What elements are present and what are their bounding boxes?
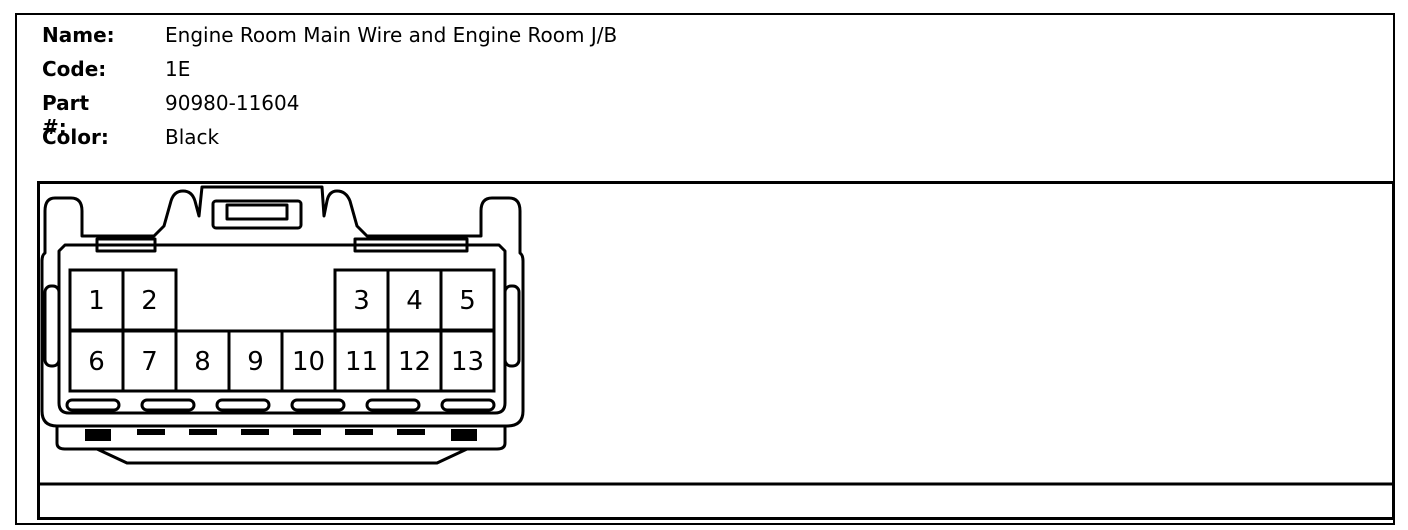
- ridge-right: [353, 237, 469, 253]
- name-value: Engine Room Main Wire and Engine Room J/…: [165, 23, 618, 47]
- bottom-lip: [96, 447, 468, 465]
- top-lock: [211, 199, 303, 230]
- pin-4-label: 4: [406, 286, 423, 316]
- pin-9-cell: [227, 329, 284, 393]
- pin-6-cell: [68, 329, 125, 393]
- pin-7-label: 7: [141, 347, 158, 377]
- pin-10-label: 10: [292, 347, 325, 377]
- pin-2-label: 2: [141, 286, 158, 316]
- pin-11-cell: [333, 329, 390, 393]
- diagram-border: [37, 181, 1395, 520]
- pin-6-label: 6: [88, 347, 105, 377]
- bottom-slots: [65, 398, 496, 412]
- left-latch: [43, 284, 61, 368]
- pin-12-label: 12: [398, 347, 431, 377]
- code-label: Code:: [42, 57, 107, 81]
- pin-12-cell: [386, 329, 443, 393]
- pin-2-cell: [121, 268, 178, 332]
- pin-10-cell: [280, 329, 337, 393]
- bottom-teeth: [85, 429, 477, 441]
- pin-8-label: 8: [194, 347, 211, 377]
- name-label: Name:: [42, 23, 115, 47]
- color-value: Black: [165, 125, 220, 149]
- top-lock-inner: [225, 203, 289, 221]
- ridge-left: [95, 237, 157, 253]
- right-latch: [503, 284, 521, 368]
- pin-8-cell: [174, 329, 231, 393]
- bottom-skirt: [55, 426, 507, 451]
- pin-11-label: 11: [345, 347, 378, 377]
- pin-13-label: 13: [451, 347, 484, 377]
- pin-13-cell: [439, 329, 496, 393]
- pin-3-label: 3: [353, 286, 370, 316]
- code-value: 1E: [165, 57, 191, 81]
- housing-outline: [40, 185, 525, 428]
- color-label: Color:: [42, 125, 109, 149]
- part-value: 90980-11604: [165, 91, 300, 115]
- part-label: Part #:: [42, 91, 90, 139]
- pin-1-label: 1: [88, 286, 105, 316]
- housing-inner: [57, 243, 507, 415]
- pin-5-label: 5: [459, 286, 476, 316]
- pin-9-label: 9: [247, 347, 264, 377]
- connector-housing: [40, 185, 525, 465]
